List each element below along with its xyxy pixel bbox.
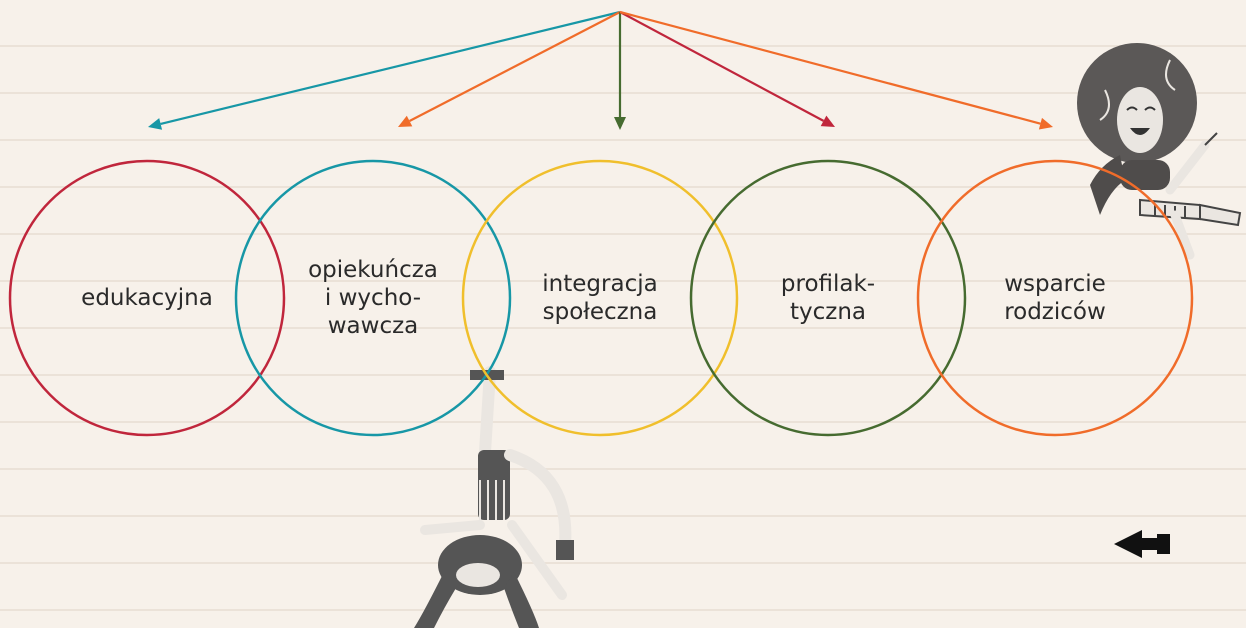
back-button[interactable] — [1112, 528, 1172, 560]
arrowhead-2 — [398, 115, 413, 127]
arrow-line-1 — [160, 10, 621, 125]
circle-label-3: integracja społeczna — [542, 271, 658, 325]
circle-5 — [916, 159, 1194, 437]
circle-2 — [234, 159, 512, 437]
arrowhead-4 — [820, 115, 835, 127]
handstand-figure-illustration — [414, 366, 574, 628]
arrowhead-3 — [614, 117, 626, 130]
arrow-line-5 — [619, 10, 1041, 125]
circle-label-5: wsparcie rodziców — [1004, 271, 1106, 325]
laughing-figure-illustration — [1077, 43, 1242, 260]
circle-3 — [461, 159, 739, 437]
circle-label-2: opiekuńcza i wycho- wawcza — [308, 257, 438, 339]
arrow-left-icon — [1114, 530, 1170, 558]
circle-label-4: profilak- tyczna — [780, 271, 876, 325]
circle-label-1: edukacyjna — [81, 285, 213, 311]
arrow-line-4 — [619, 11, 825, 122]
circle-4 — [689, 159, 967, 437]
circle-1 — [8, 159, 286, 437]
arrowhead-1 — [148, 118, 163, 130]
arrowhead-5 — [1038, 117, 1053, 130]
arrow-line-2 — [409, 11, 621, 122]
arrow-group — [148, 10, 1053, 130]
circle-group — [8, 159, 1194, 437]
